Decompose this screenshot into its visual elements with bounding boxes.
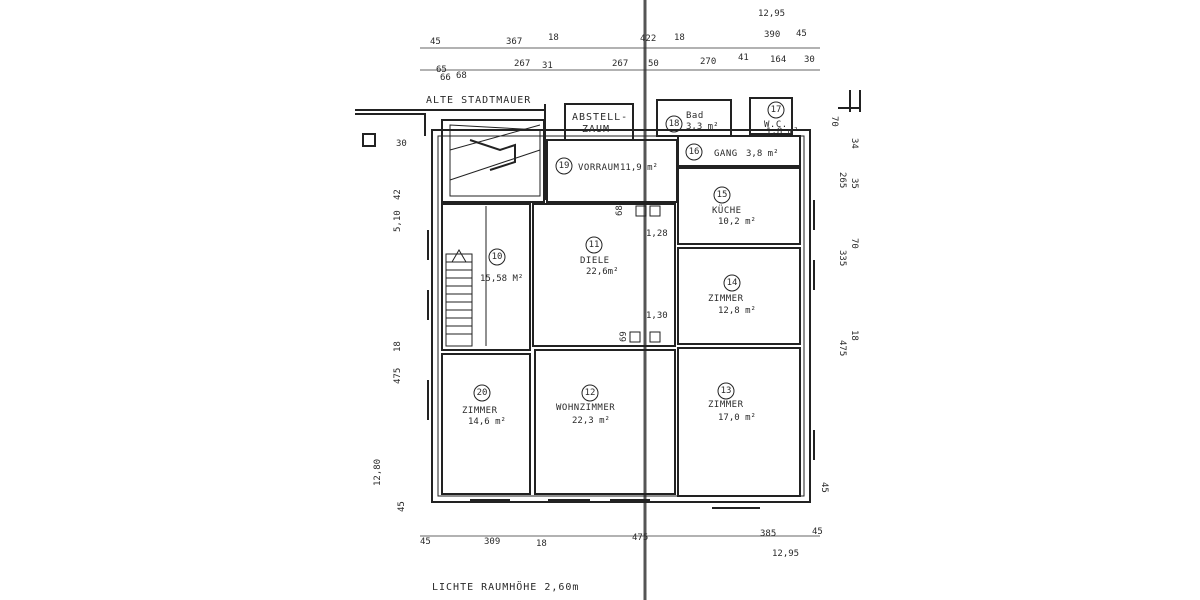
dim-top: 68 xyxy=(456,71,467,81)
interior-walls xyxy=(441,97,801,497)
room-areas: 15,58 M² 22,6m² 22,3 m² 17,0 m² 12,8 m² … xyxy=(468,122,799,427)
room-number-18: 18 xyxy=(669,119,680,129)
dim-bottom: 12,95 xyxy=(772,549,799,559)
room-area-16: 3,8 m² xyxy=(746,149,779,159)
inner-dimensions: 68 1,28 1,30 69 xyxy=(615,205,668,342)
room-name-16: GANG xyxy=(714,149,738,159)
dim-top-total: 12,95 xyxy=(758,9,785,19)
storage-label-line2: ZAUM xyxy=(582,124,610,135)
dim-right: 35 xyxy=(849,178,859,189)
dim-bottom: 45 xyxy=(812,527,823,537)
dim-top: 31 xyxy=(542,61,553,71)
room-name-19: VORRAUM xyxy=(578,163,620,173)
room-number-12: 12 xyxy=(585,388,596,398)
room-number-15: 15 xyxy=(717,190,728,200)
dim-bottom: 475 xyxy=(632,533,648,543)
dim-top: 18 xyxy=(674,33,685,43)
room-name-17: W.C. xyxy=(764,120,788,130)
dim-right: 335 xyxy=(837,250,847,266)
dim-bottom: 45 xyxy=(420,537,431,547)
room-area-13: 17,0 m² xyxy=(718,413,756,423)
dim-right: 18 xyxy=(849,330,859,341)
building-outline xyxy=(355,90,861,503)
dim-inner: 1,28 xyxy=(646,229,668,239)
dim-top: 30 xyxy=(804,55,815,65)
room-name-12: WOHNZIMMER xyxy=(556,403,615,413)
room-number-11: 11 xyxy=(589,240,600,250)
room-area-17: 1,8 m² xyxy=(766,127,799,137)
dim-inner: 69 xyxy=(619,331,629,342)
windows xyxy=(427,200,815,509)
dim-right: 34 xyxy=(849,138,859,149)
dim-left: 45 xyxy=(397,501,407,512)
dim-top: 18 xyxy=(548,33,559,43)
room-names: DIELE WOHNZIMMER ZIMMER ZIMMER KÜCHE GAN… xyxy=(462,111,788,416)
dim-right: 475 xyxy=(837,340,847,356)
room-number-20: 20 xyxy=(477,388,488,398)
dim-top: 367 xyxy=(506,37,522,47)
dim-top: 390 xyxy=(764,30,780,40)
dim-right: 45 xyxy=(819,482,829,493)
dim-top: 66 xyxy=(440,73,451,83)
room-name-15: KÜCHE xyxy=(712,205,742,216)
room-area-15: 10,2 m² xyxy=(718,217,756,227)
room-area-20: 14,6 m² xyxy=(468,417,506,427)
room-number-16: 16 xyxy=(689,147,700,157)
room-area-18: 3,3 m² xyxy=(686,122,719,132)
dim-left: 30 xyxy=(396,139,407,149)
right-dimensions: 70 34 265 35 335 70 475 18 45 xyxy=(819,116,859,493)
room-name-14: ZIMMER xyxy=(708,294,744,304)
dim-top: 270 xyxy=(700,57,716,67)
old-city-wall-label: ALTE STADTMAUER xyxy=(426,95,531,106)
staircase xyxy=(445,124,541,347)
room-area-11: 22,6m² xyxy=(586,267,619,277)
dim-left: 5,10 xyxy=(393,210,403,232)
bottom-dimensions: 45 309 18 475 385 45 12,95 xyxy=(420,527,823,559)
dim-top: 50 xyxy=(648,59,659,69)
dim-top: 267 xyxy=(514,59,530,69)
dim-left: 12,80 xyxy=(373,459,383,486)
dim-bottom: 309 xyxy=(484,537,500,547)
top-dimensions: 12,95 45 367 18 422 18 390 45 267 31 267… xyxy=(430,9,815,83)
dim-inner: 1,30 xyxy=(646,311,668,321)
dim-right: 70 xyxy=(829,116,839,127)
dimension-lines xyxy=(420,47,820,537)
dim-bottom: 385 xyxy=(760,529,776,539)
room-area-14: 12,8 m² xyxy=(718,306,756,316)
dim-inner: 68 xyxy=(615,205,625,216)
room-area-19: 11,9 m² xyxy=(620,163,658,173)
dim-left: 42 xyxy=(393,189,403,200)
dim-top: 45 xyxy=(796,29,807,39)
room-name-11: DIELE xyxy=(580,256,610,266)
left-dimensions: 30 5,10 42 475 18 12,80 45 xyxy=(373,139,407,512)
dim-top: 422 xyxy=(640,34,656,44)
dim-top: 41 xyxy=(738,53,749,63)
dim-top: 164 xyxy=(770,55,786,65)
room-number-17: 17 xyxy=(771,105,782,115)
ceiling-height-note: LICHTE RAUMHÖHE 2,60m xyxy=(432,580,579,593)
room-name-13: ZIMMER xyxy=(708,400,744,410)
dim-left: 18 xyxy=(393,341,403,352)
room-area-10: 15,58 M² xyxy=(480,274,523,284)
room-number-circles xyxy=(473,101,785,402)
room-area-12: 22,3 m² xyxy=(572,416,610,426)
chimney-flues xyxy=(629,205,661,343)
dim-left: 475 xyxy=(393,368,403,384)
dim-top: 267 xyxy=(612,59,628,69)
plan-labels: ALTE STADTMAUER ABSTELL- ZAUM LICHTE RAU… xyxy=(426,95,628,593)
dim-right: 265 xyxy=(837,172,847,188)
room-number-13: 13 xyxy=(721,386,732,396)
room-number-19: 19 xyxy=(559,161,570,171)
room-name-18: Bad xyxy=(686,111,704,121)
dim-top: 45 xyxy=(430,37,441,47)
room-numbers: 10 11 12 13 14 15 16 17 18 19 20 xyxy=(477,105,782,398)
dim-bottom: 18 xyxy=(536,539,547,549)
storage-label-line1: ABSTELL- xyxy=(572,112,628,123)
room-name-20: ZIMMER xyxy=(462,406,498,416)
dim-right: 70 xyxy=(849,238,859,249)
room-number-10: 10 xyxy=(492,252,503,262)
room-number-14: 14 xyxy=(727,278,738,288)
